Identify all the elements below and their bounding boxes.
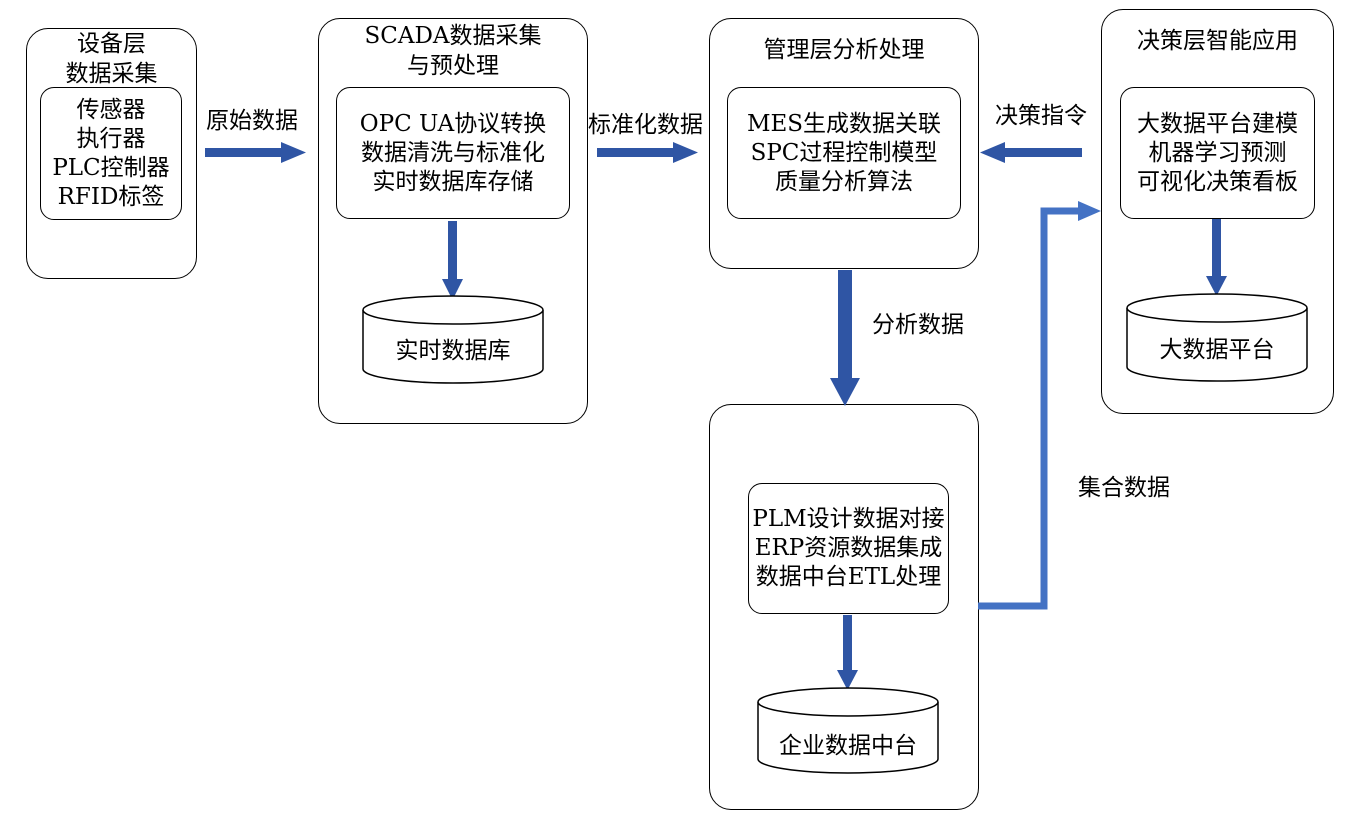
- enterprise-down-arrow: [837, 615, 858, 690]
- aggregated-data-arrow: [978, 201, 1101, 610]
- standardized-data-arrow: [597, 142, 698, 163]
- bigdata-db-cylinder: [1126, 293, 1308, 382]
- decision-command-arrow: [980, 142, 1082, 163]
- list-item: RFID标签: [57, 183, 165, 210]
- enterprise-layer-items: PLM设计数据对接 ERP资源数据集成 数据中台ETL处理: [748, 483, 949, 614]
- list-item: ERP资源数据集成: [754, 535, 943, 561]
- device-layer-title: 设备层 数据采集: [65, 31, 158, 87]
- list-item: PLM设计数据对接: [752, 506, 945, 532]
- scada-layer-items: OPC UA协议转换 数据清洗与标准化 实时数据库存储: [336, 87, 570, 219]
- management-layer-title: 管理层分析处理: [763, 37, 925, 63]
- list-item: 大数据平台建模: [1137, 110, 1298, 137]
- list-item: SPC过程控制模型: [750, 139, 938, 166]
- scada-down-arrow: [442, 221, 463, 300]
- standardized-data-label: 标准化数据: [588, 112, 703, 138]
- realtime-db-label: 实时数据库: [395, 338, 511, 364]
- list-item: 机器学习预测: [1148, 139, 1287, 166]
- list-item: 数据清洗与标准化: [361, 139, 545, 166]
- management-layer-items: MES生成数据关联 SPC过程控制模型 质量分析算法: [727, 87, 961, 219]
- aggregated-data-label: 集合数据: [1078, 475, 1170, 501]
- list-item: 传感器: [76, 96, 146, 123]
- list-item: PLC控制器: [52, 154, 170, 181]
- list-item: 执行器: [76, 125, 146, 152]
- list-item: 数据中台ETL处理: [755, 564, 942, 590]
- analysis-data-arrow: [830, 270, 860, 406]
- raw-data-label: 原始数据: [206, 108, 298, 134]
- list-item: MES生成数据关联: [746, 110, 942, 137]
- decision-command-label: 决策指令: [995, 103, 1087, 129]
- enterprise-db-cylinder: [757, 687, 939, 774]
- device-layer-items: 传感器 执行器 PLC控制器 RFID标签: [40, 87, 182, 220]
- decision-layer-title: 决策层智能应用: [1137, 28, 1298, 54]
- analysis-data-label: 分析数据: [872, 312, 964, 338]
- enterprise-db-label: 企业数据中台: [779, 733, 917, 759]
- list-item: 实时数据库存储: [372, 168, 534, 195]
- decision-layer-items: 大数据平台建模 机器学习预测 可视化决策看板: [1120, 87, 1315, 219]
- scada-layer-title: SCADA数据采集 与预处理: [364, 23, 542, 79]
- list-item: 质量分析算法: [775, 168, 913, 195]
- realtime-db-cylinder: [362, 295, 544, 384]
- raw-data-arrow: [205, 142, 306, 163]
- decision-down-arrow: [1206, 219, 1227, 296]
- list-item: 可视化决策看板: [1137, 168, 1298, 195]
- bigdata-db-label: 大数据平台: [1159, 337, 1275, 363]
- list-item: OPC UA协议转换: [359, 110, 547, 137]
